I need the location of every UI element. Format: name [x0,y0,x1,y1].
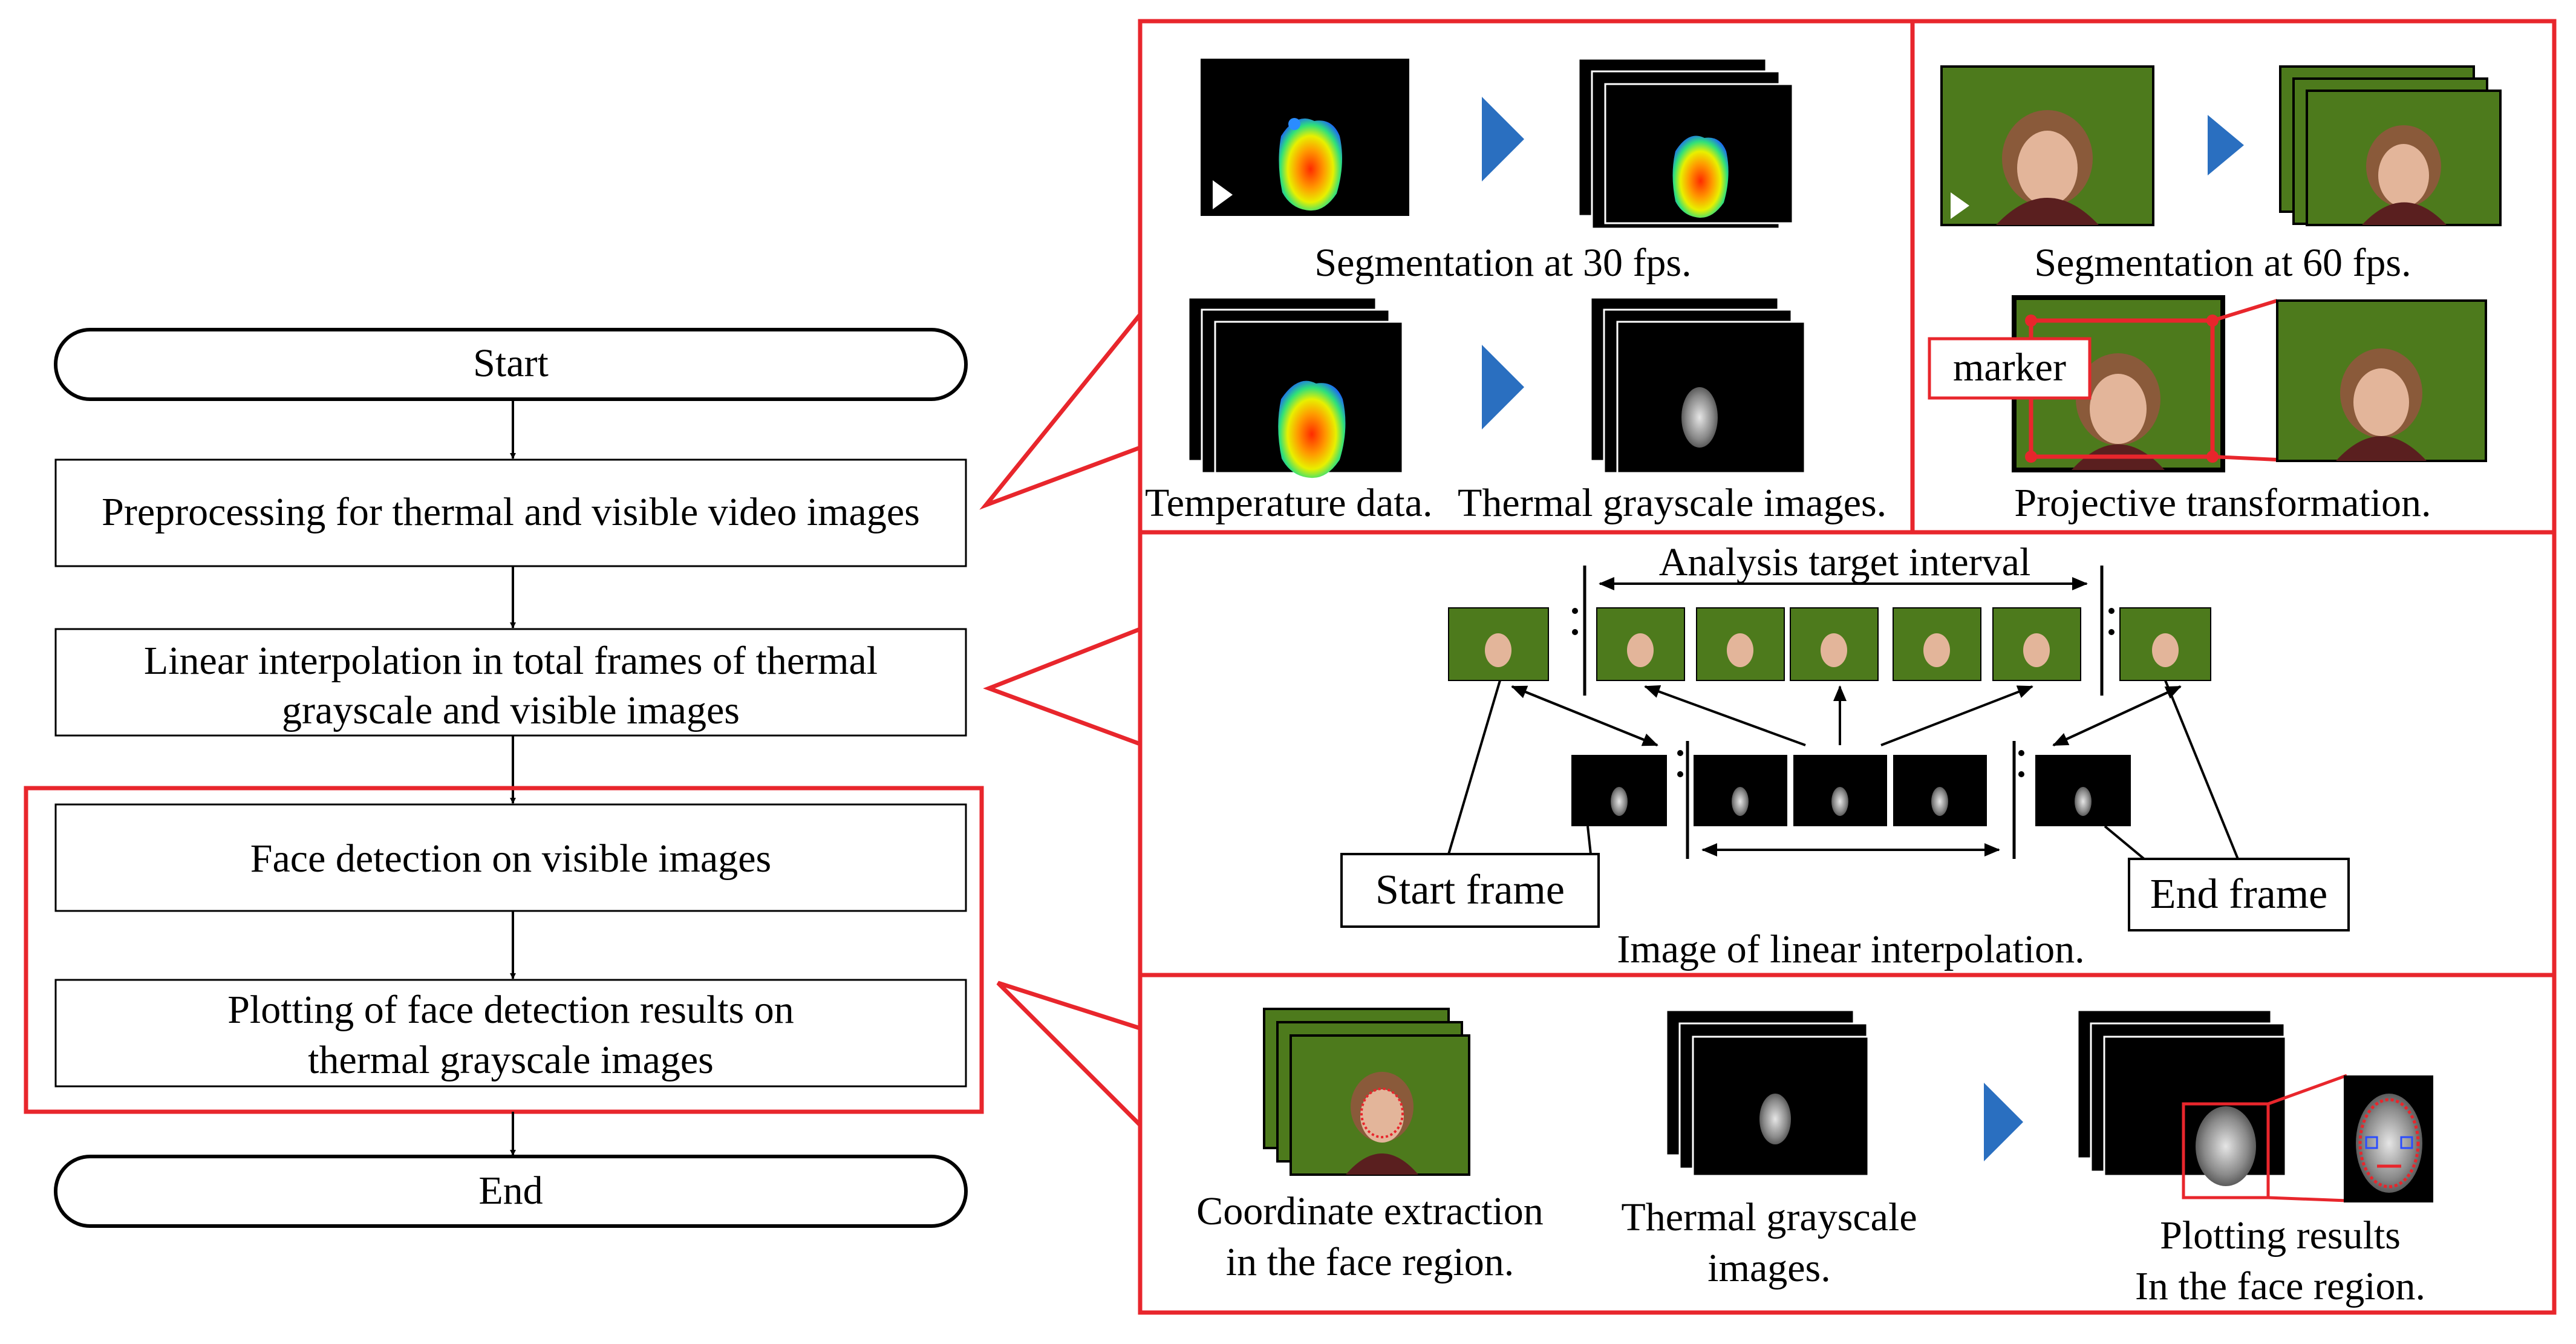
coord-caption-1: Coordinate extraction [1196,1189,1544,1233]
projective-caption: Projective transformation. [2014,481,2431,525]
preprocessing-step [54,458,967,567]
end-frame-label-box [2128,858,2350,931]
process-arrow-icon-4 [1984,1083,2023,1161]
process-arrow-icon [1482,97,1524,181]
flow-interpolation-label-2: grayscale and visible images [282,688,740,732]
person-figure-2 [2362,125,2447,225]
marker-point-3 [2025,451,2037,463]
flow-start-label: Start [473,341,549,385]
process-arrow-icon-3 [2208,115,2244,175]
thermal-segmentation-caption: Segmentation at 30 fps. [1314,241,1692,285]
callout-pointer-preprocessing [979,308,1143,510]
zoom-line-top [2268,1074,2347,1106]
start-frame-pointer-b [1586,826,1592,855]
zoomed-face-landmarks [2358,1098,2420,1189]
person-figure [1996,110,2099,225]
visible-preprocessing [1928,65,2502,472]
flow-preprocessing-label: Preprocessing for thermal and visible vi… [102,490,920,534]
start-frame-label-box [1340,853,1600,928]
flow-end-label: End [478,1169,543,1213]
zoomed-roi-left [2365,1136,2378,1149]
plotting-step [54,979,967,1088]
start-terminal [54,328,968,401]
thermal-caption-1: Thermal grayscale [1621,1195,1917,1239]
zoomed-roi-right [2400,1136,2413,1149]
flow-plotting-label-2: thermal grayscale images [308,1038,714,1082]
thermal-frame-strip [1571,755,2131,826]
result-frame-front [2103,1036,2287,1177]
coord-caption-2: in the face region. [1225,1240,1515,1284]
flow-interpolation-label-1: Linear interpolation in total frames of … [143,639,878,683]
grayscale-face [1681,387,1718,448]
interpolation-caption: Image of linear interpolation. [1617,927,2085,971]
marker-label: marker [1953,345,2066,390]
highlight-group-box [24,786,984,1114]
thermal-preprocessing [1187,57,1806,478]
face-detection-step [54,803,967,912]
thermal-face-blob-small [1672,135,1729,218]
ellipsis-dots [1572,608,2115,777]
plotting-panel-graphics [1263,1008,2433,1202]
projection-line-top [2212,299,2278,322]
end-frame-pointer-a [2164,680,2239,860]
visible-frame-strip [1448,607,2211,681]
plot-thermal-face [1759,1094,1791,1144]
thermal-hair-spot [1288,118,1300,130]
plot-caption-1: Plotting results [2160,1213,2401,1258]
result-face-roi [2182,1102,2270,1199]
callout-pointer-interpolation [983,625,1143,748]
projection-line-bottom [2212,455,2278,462]
start-frame-pointer-a [1447,680,1501,855]
visible-segmentation-caption: Segmentation at 60 fps. [2034,241,2411,285]
temperature-data-caption: Temperature data. [1145,481,1433,525]
play-icon-2 [1951,192,1969,219]
thermal-face-blob [1279,118,1342,211]
zoom-line-bottom [2268,1196,2347,1202]
flowchart [24,328,984,1228]
temperature-face-blob [1278,380,1346,478]
start-frame-label: Start frame [1375,867,1565,913]
end-terminal [54,1155,968,1228]
end-frame-label: End frame [2150,871,2328,918]
correspondence-arrows [1511,685,2182,746]
process-arrow-icon-2 [1482,345,1524,429]
plot-caption-2: In the face region. [2134,1264,2426,1308]
thermal-caption-2: images. [1707,1246,1831,1290]
flow-face-detection-label: Face detection on visible images [250,837,772,881]
marker-label-box [1928,337,2092,400]
end-frame-pointer-b [2104,825,2145,860]
person-figure-4 [2336,348,2427,461]
flow-plotting-label-1: Plotting of face detection results on [227,988,794,1032]
play-icon [1213,180,1233,209]
interpolation-panel-graphics [1340,566,2350,931]
person-figure-5 [1346,1072,1418,1175]
interpolation-step [54,628,967,737]
thermal-grayscale-caption: Thermal grayscale images. [1458,481,1887,525]
zoomed-face [2356,1094,2422,1193]
analysis-interval-label: Analysis target interval [1658,540,2031,584]
callout-pointer-plotting [996,980,1143,1130]
result-face [2196,1106,2256,1186]
marker-point-1 [2025,315,2037,327]
